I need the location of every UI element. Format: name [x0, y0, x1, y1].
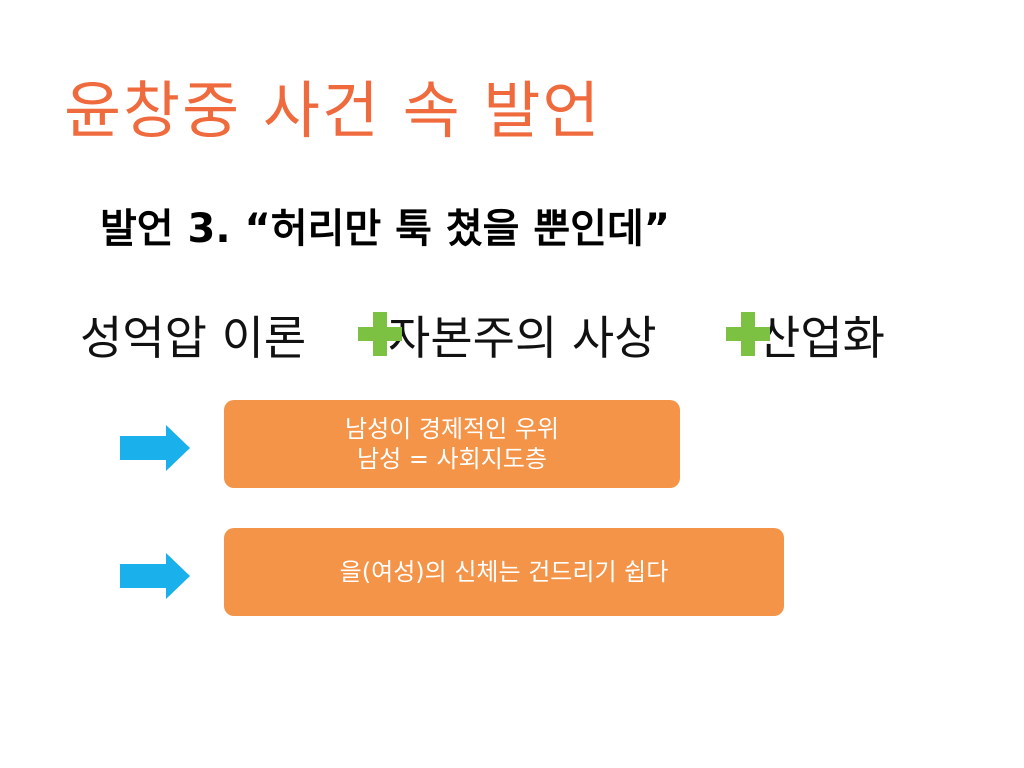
theory-text-2: 자본주의 사상 — [388, 311, 657, 365]
callout-text: 을(여성)의 신체는 건드리기 쉽다 — [339, 558, 669, 586]
plus-icon — [726, 312, 770, 356]
slide-title: 윤창중 사건 속 발언 — [64, 74, 602, 147]
arrow-right-icon — [120, 425, 190, 471]
callout-text: 남성 = 사회지도층 — [357, 445, 547, 473]
arrow-right-icon — [120, 553, 190, 599]
theory-text-3: 산업화 — [758, 311, 885, 365]
theory-line: 성억압 이론 자본주의 사상 산업화 — [0, 302, 1024, 366]
callout-text: 남성이 경제적인 우위 — [345, 415, 559, 443]
slide-subtitle: 발언 3. “허리만 툭 쳤을 뿐인데” — [100, 206, 671, 252]
plus-icon — [358, 312, 402, 356]
theory-text-1: 성억압 이론 — [80, 311, 307, 365]
callout-box-2: 을(여성)의 신체는 건드리기 쉽다 — [224, 528, 784, 616]
callout-box-1: 남성이 경제적인 우위 남성 = 사회지도층 — [224, 400, 680, 488]
